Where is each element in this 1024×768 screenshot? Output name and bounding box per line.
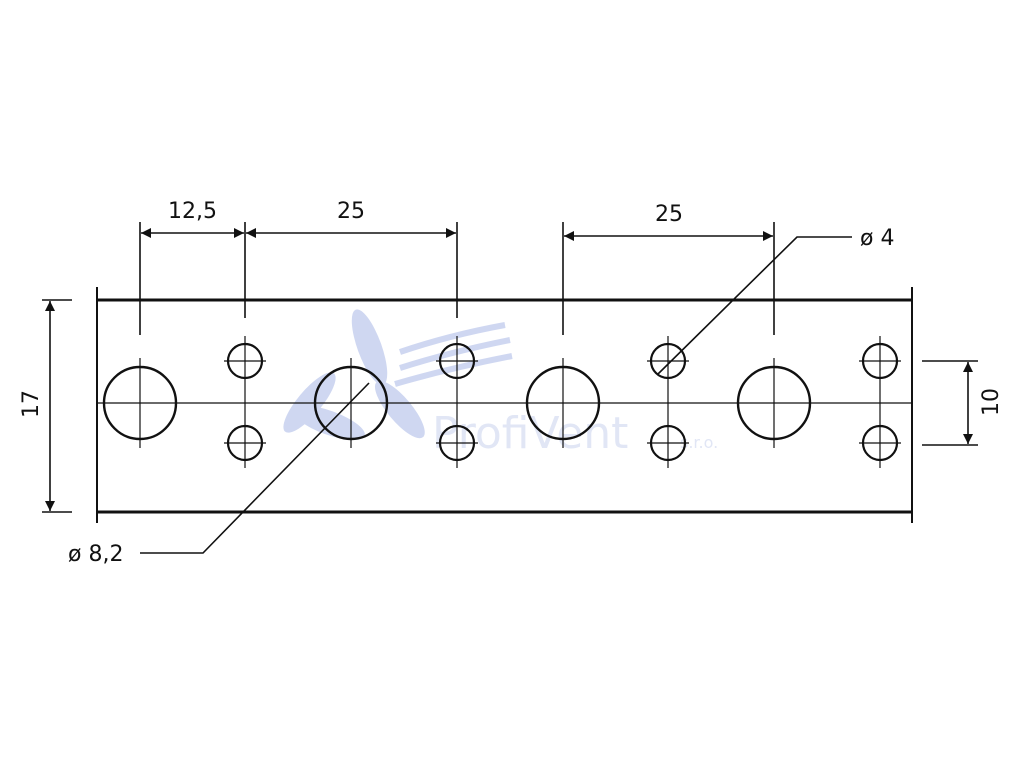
extension-lines	[139, 222, 775, 335]
dim-label-10: 10	[979, 388, 1004, 416]
height-dimension	[42, 299, 72, 513]
strip-outline	[96, 287, 913, 523]
dim-label-diameter-8-2: ø 8,2	[68, 542, 123, 567]
leader-small-diameter	[657, 236, 852, 375]
dim-label-25-left: 25	[337, 199, 365, 224]
dim-label-12-5: 12,5	[168, 199, 217, 224]
fan-icon	[283, 309, 425, 440]
dim-label-17: 17	[19, 390, 44, 418]
dim-label-25-right: 25	[655, 202, 683, 227]
airflow-waves-icon	[394, 322, 513, 387]
hole-centerlines	[139, 336, 901, 468]
top-dimension-lines	[141, 228, 773, 241]
watermark-suffix: s.r.o.	[680, 433, 718, 452]
leader-large-diameter	[140, 382, 370, 554]
dim-label-diameter-4: ø 4	[860, 226, 894, 251]
row-spacing-dimension	[922, 360, 978, 446]
